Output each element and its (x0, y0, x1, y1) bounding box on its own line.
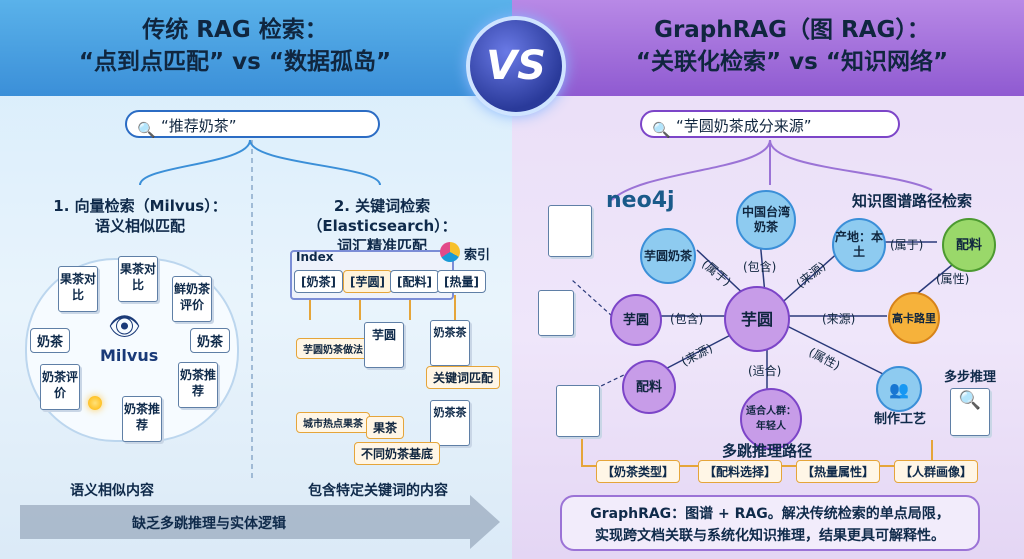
left-title: 传统 RAG 检索： “点到点匹配” vs “数据孤岛” (0, 14, 470, 78)
vector-doc-3: 鲜奶茶评价 (172, 276, 212, 322)
right-title-line1: GraphRAG（图 RAG）： (654, 17, 930, 43)
kw-doc-4: 城市热点果茶 (296, 412, 370, 433)
elasticsearch-icon (440, 242, 460, 262)
path-step-3: 【热量属性】 (796, 460, 881, 483)
right-title-line2: “关联化检索” vs “知识网络” (635, 49, 949, 75)
kw-doc-2: 芋圆 (364, 322, 404, 368)
graphrag-summary: GraphRAG：图谱 + RAG。解决传统检索的单点局限， 实现跨文档关联与系… (560, 495, 980, 551)
vector-chip-1: 奶茶 (30, 328, 71, 353)
left-search-query: “推荐奶茶” (161, 117, 237, 135)
right-header (512, 0, 1024, 96)
term-3: [配料] (390, 270, 439, 293)
index-label: Index (296, 250, 334, 264)
search-icon: 🔍 (137, 121, 156, 139)
neo4j-logo: neo4j (606, 188, 675, 213)
index-tag: 索引 (464, 248, 491, 263)
vector-doc-4: 奶茶评价 (40, 364, 80, 410)
magnifier-doc-icon: 🔍 (950, 388, 990, 436)
node-yuyuan-left[interactable]: 芋圆 (610, 294, 662, 346)
term-1: [奶茶] (294, 270, 343, 293)
doc-icon-3 (556, 385, 600, 437)
node-youth[interactable]: 适合人群：年轻人 (740, 388, 802, 450)
kw-doc-1: 芋圆奶茶做法 (296, 338, 370, 359)
kw-doc-5: 果茶 (366, 416, 405, 439)
node-craft: 制作工艺 (874, 412, 927, 427)
vector-chip-2: 奶茶 (190, 328, 231, 353)
node-center[interactable]: 芋圆 (724, 286, 790, 352)
edge-label-5: (包含) (670, 312, 704, 326)
multi-step-label: 多步推理 (944, 370, 997, 385)
summary-line1: GraphRAG：图谱 + RAG。解决传统检索的单点局限， (590, 506, 950, 522)
left-header (0, 0, 512, 96)
path-step-4: 【人群画像】 (894, 460, 979, 483)
keyword-heading-text: 2. 关键词检索（Elasticsearch）： (307, 197, 457, 235)
term-4: [热量] (437, 270, 486, 293)
kw-callout-1: 关键词匹配 (426, 366, 501, 389)
vector-heading-text: 1. 向量检索（Milvus）： (53, 197, 227, 215)
left-title-line1: 传统 RAG 检索： (142, 17, 328, 43)
kw-doc-3: 奶茶茶 (430, 320, 470, 366)
vector-sub-text: 语义相似匹配 (94, 217, 185, 235)
doc-icon-2 (538, 290, 574, 336)
node-taiwan[interactable]: 中国台湾奶茶 (736, 190, 796, 250)
doc-icon-1 (548, 205, 592, 257)
kw-doc-6: 奶茶茶 (430, 400, 470, 446)
edge-label-1: (包含) (743, 260, 777, 274)
keyword-caption: 包含特定关键词的内容 (308, 483, 448, 499)
path-step-1: 【奶茶类型】 (596, 460, 681, 483)
eye-icon: 👁 (108, 312, 142, 342)
edge-label-9: (属于) (890, 238, 924, 252)
bottom-arrow-text: 缺乏多跳推理与实体逻辑 (132, 516, 286, 532)
milvus-logo: Milvus (100, 346, 159, 365)
right-title: GraphRAG（图 RAG）： “关联化检索” vs “知识网络” (560, 14, 1024, 78)
vector-caption: 语义相似内容 (70, 483, 154, 499)
path-step-2: 【配料选择】 (698, 460, 783, 483)
edge-label-7: (适合) (748, 364, 782, 378)
vector-heading: 1. 向量检索（Milvus）： 语义相似匹配 (30, 196, 250, 236)
vector-doc-1: 果茶对比 (58, 266, 98, 312)
right-search-input[interactable]: 🔍 “芋圆奶茶成分来源” (640, 110, 900, 139)
term-2: [芋圆] (343, 270, 392, 293)
node-peiliao-right[interactable]: 配料 (942, 218, 996, 272)
edge-label-4: (来源) (822, 312, 856, 326)
vector-doc-6: 奶茶推荐 (178, 362, 218, 408)
left-search-input[interactable]: 🔍 “推荐奶茶” (125, 110, 380, 139)
path-title: 多跳推理路径 (722, 442, 813, 460)
search-icon: 🔍 (652, 121, 671, 139)
people-icon[interactable]: 👥 (876, 366, 922, 412)
node-origin[interactable]: 产地：本土 (832, 218, 886, 272)
edge-label-10: (属性) (936, 272, 970, 286)
node-gaoka[interactable]: 高卡路里 (888, 292, 940, 344)
left-title-line2: “点到点匹配” vs “数据孤岛” (78, 49, 392, 75)
right-search-query: “芋圆奶茶成分来源” (676, 117, 812, 135)
spark-icon (88, 396, 102, 410)
kg-heading: 知识图谱路径检索 (852, 192, 973, 210)
vector-doc-2: 果茶对比 (118, 256, 158, 302)
node-yuyuan-milk[interactable]: 芋圆奶茶 (640, 228, 696, 284)
node-peiliao-left[interactable]: 配料 (622, 360, 676, 414)
kw-callout-2: 不同奶茶基底 (354, 442, 441, 465)
summary-line2: 实现跨文档关联与系统化知识推理，结果更具可解释性。 (595, 528, 945, 544)
vs-badge: VS (466, 16, 566, 116)
vector-doc-5: 奶茶推荐 (122, 396, 162, 442)
